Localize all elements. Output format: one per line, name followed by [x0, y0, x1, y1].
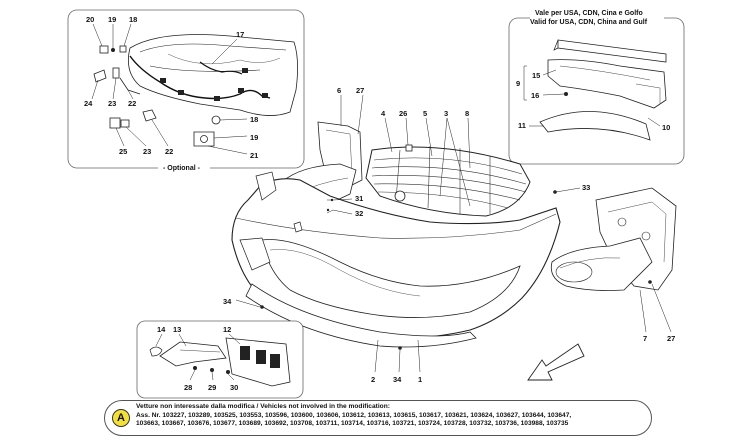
callout-8: 8: [465, 109, 469, 118]
callout-17: 17: [236, 30, 244, 39]
callout-18b: 18: [250, 115, 258, 124]
callout-34: 34: [223, 297, 232, 306]
callout-22b: 22: [165, 147, 173, 156]
tow-hook-cover-inset: 14 13 12 28 29 30: [136, 320, 304, 399]
callout-16: 16: [531, 91, 539, 100]
callout-29: 29: [208, 383, 216, 392]
callout-13: 13: [173, 325, 181, 334]
callout-14: 14: [157, 325, 166, 334]
note-line-2: Ass. Nr. 103227, 103289, 103525, 103553,…: [136, 411, 572, 419]
usa-caption-line1: Vale per USA, CDN, Cina e Golfo: [535, 10, 643, 17]
front-bumper-assembly: 6 27 4 26 5 3 8 33 31 32 34 7 27 2 34 1: [223, 86, 677, 384]
callout-23: 23: [108, 99, 116, 108]
callout-19b: 19: [250, 133, 258, 142]
callout-18: 18: [129, 15, 137, 24]
callout-30: 30: [230, 383, 238, 392]
note-text: Vetture non interessate dalla modifica /…: [136, 403, 646, 429]
callout-19: 19: [108, 15, 116, 24]
callout-12: 12: [223, 325, 231, 334]
optional-caption: - Optional -: [163, 165, 201, 172]
callout-26: 26: [399, 109, 407, 118]
callout-7: 7: [643, 334, 647, 343]
callout-5: 5: [423, 109, 427, 118]
callout-32: 32: [355, 209, 363, 218]
callout-21: 21: [250, 151, 258, 160]
callout-11: 11: [518, 121, 526, 130]
modification-note: A Vetture non interessate dalla modifica…: [104, 400, 652, 436]
callout-25: 25: [119, 147, 127, 156]
callout-1: 1: [418, 375, 422, 384]
callout-22: 22: [128, 99, 136, 108]
note-line-3: 103663, 103667, 103676, 103677, 103689, …: [136, 420, 569, 428]
usa-china-gulf-inset: Vale per USA, CDN, Cina e Golfo Valid fo…: [508, 6, 685, 165]
callout-15: 15: [532, 71, 540, 80]
usa-caption-line2: Valid for USA, CDN, China and Gulf: [530, 19, 648, 26]
note-badge: A: [112, 409, 130, 427]
callout-27: 27: [356, 86, 364, 95]
callout-27b: 27: [667, 334, 675, 343]
callout-6: 6: [337, 86, 341, 95]
callout-34b: 34: [393, 375, 402, 384]
callout-23b: 23: [143, 147, 151, 156]
callout-28: 28: [184, 383, 192, 392]
callout-20: 20: [86, 15, 94, 24]
callout-31: 31: [355, 194, 363, 203]
callout-10: 10: [662, 123, 670, 132]
callout-2: 2: [371, 375, 375, 384]
callout-24: 24: [84, 99, 93, 108]
optional-parking-sensor-inset: 20 19 18 17 24 23 22 18 19 21 25 23 22 -…: [67, 9, 305, 172]
callout-9: 9: [516, 79, 520, 88]
callout-4: 4: [381, 109, 386, 118]
direction-arrow-icon: [527, 343, 585, 381]
note-line-1: Vetture non interessate dalla modifica /…: [136, 403, 390, 410]
callout-33: 33: [582, 183, 590, 192]
callout-3: 3: [444, 109, 448, 118]
